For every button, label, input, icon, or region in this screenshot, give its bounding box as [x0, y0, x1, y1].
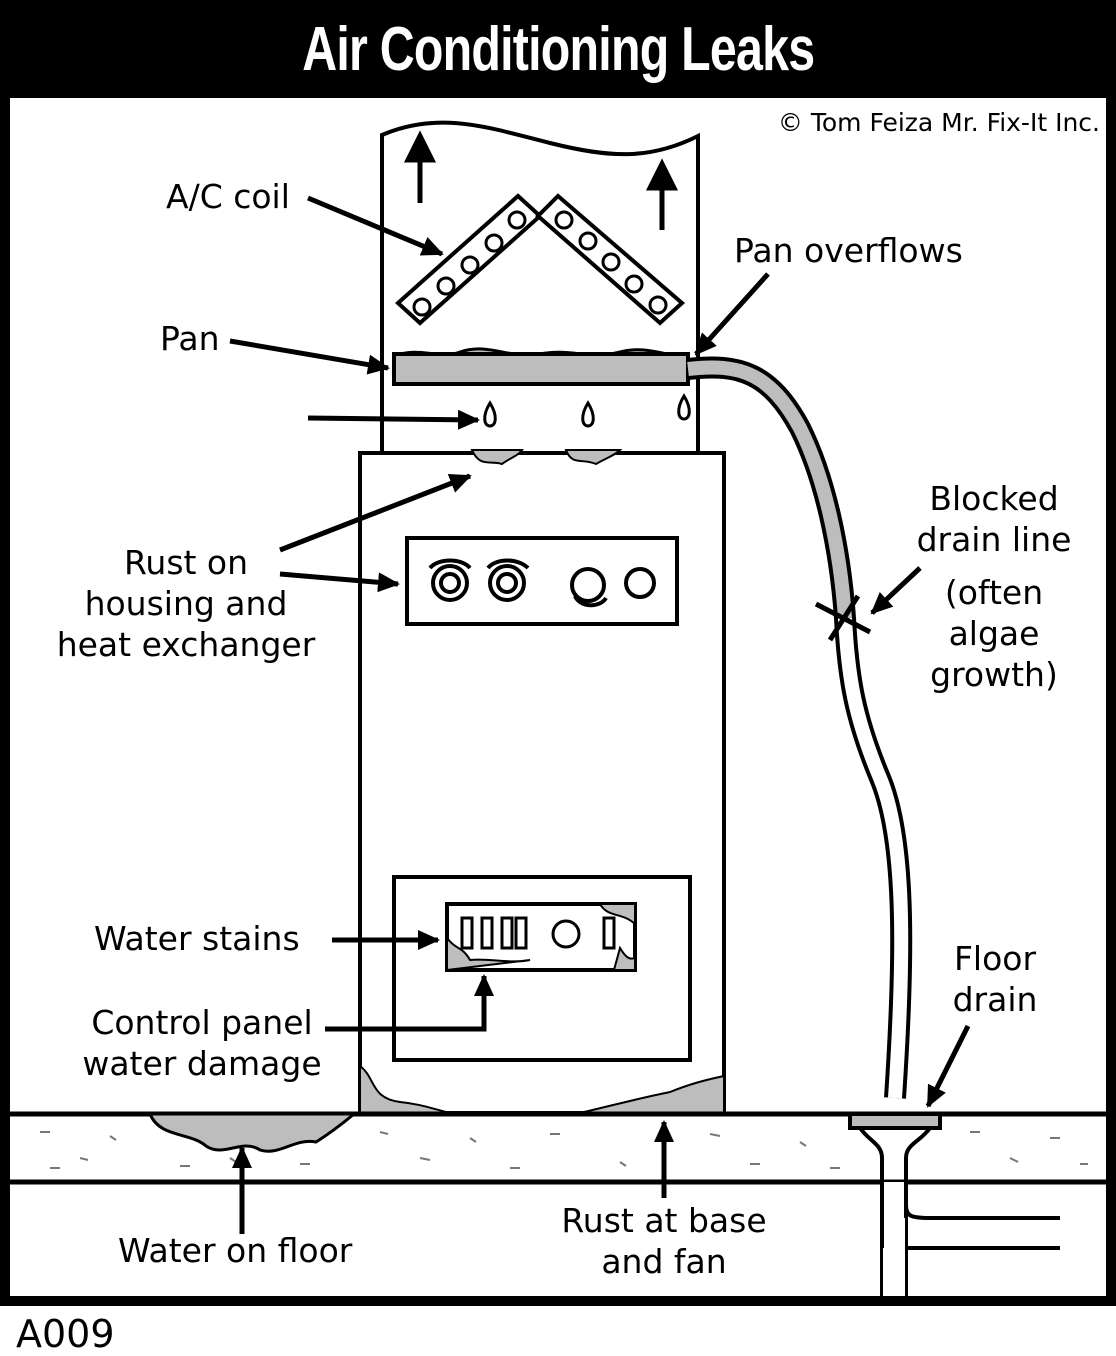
- title-bar: Air Conditioning Leaks: [0, 0, 1116, 98]
- label-floor-drain-line-1: Floor: [953, 939, 1037, 978]
- label-rust-line-1: Rust on: [123, 543, 249, 582]
- label-rust-base-line-1: Rust at base: [561, 1201, 767, 1240]
- label-blocked-line-3: (often: [944, 573, 1044, 612]
- label-control-panel: Control panel water damage: [76, 1002, 328, 1084]
- airflow-arrows: [403, 130, 679, 230]
- figure-code: A009: [16, 1312, 115, 1356]
- label-blocked-line-2: drain line: [916, 520, 1072, 559]
- label-pan: Pan: [160, 319, 220, 358]
- label-water-on-floor: Water on floor: [118, 1231, 353, 1270]
- label-control-line-1: Control panel: [91, 1003, 313, 1042]
- copyright-notice: © Tom Feiza Mr. Fix-It Inc.: [777, 108, 1100, 137]
- furnace-cabinet: [358, 449, 726, 1115]
- blockage-mark-icon: [814, 594, 872, 642]
- label-control-line-2: water damage: [82, 1044, 322, 1083]
- water-puddle: [147, 1112, 359, 1153]
- label-pan-overflows: Pan overflows: [734, 231, 963, 270]
- floor-drain: [848, 1112, 1060, 1296]
- label-floor-drain: Floor drain: [938, 938, 1052, 1020]
- label-floor-drain-line-2: drain: [952, 980, 1038, 1019]
- label-rust-housing: Rust on housing and heat exchanger: [56, 542, 316, 665]
- diagram-panel: © Tom Feiza Mr. Fix-It Inc. A/C coil Pan…: [10, 98, 1106, 1296]
- label-blocked-drain: Blocked drain line (often algae growth): [908, 478, 1080, 695]
- label-rust-line-3: heat exchanger: [56, 625, 316, 664]
- supply-duct: [380, 120, 700, 453]
- label-blocked-line-4: algae: [948, 614, 1040, 653]
- page-title: Air Conditioning Leaks: [301, 14, 815, 84]
- label-rust-base: Rust at base and fan: [546, 1200, 782, 1282]
- label-blocked-line-1: Blocked: [929, 479, 1059, 518]
- ac-leak-diagram: [10, 120, 1106, 1296]
- label-rust-base-line-2: and fan: [601, 1242, 727, 1281]
- label-rust-line-2: housing and: [84, 584, 288, 623]
- drain-line: [686, 356, 913, 1099]
- label-water-stains: Water stains: [94, 919, 300, 958]
- label-ac-coil: A/C coil: [166, 177, 290, 216]
- illustration-frame: Air Conditioning Leaks: [0, 0, 1116, 1306]
- label-blocked-line-5: growth): [930, 655, 1058, 694]
- drain-pan: [392, 347, 690, 386]
- callout-arrows: [229, 195, 971, 1234]
- ac-coil: [395, 193, 686, 326]
